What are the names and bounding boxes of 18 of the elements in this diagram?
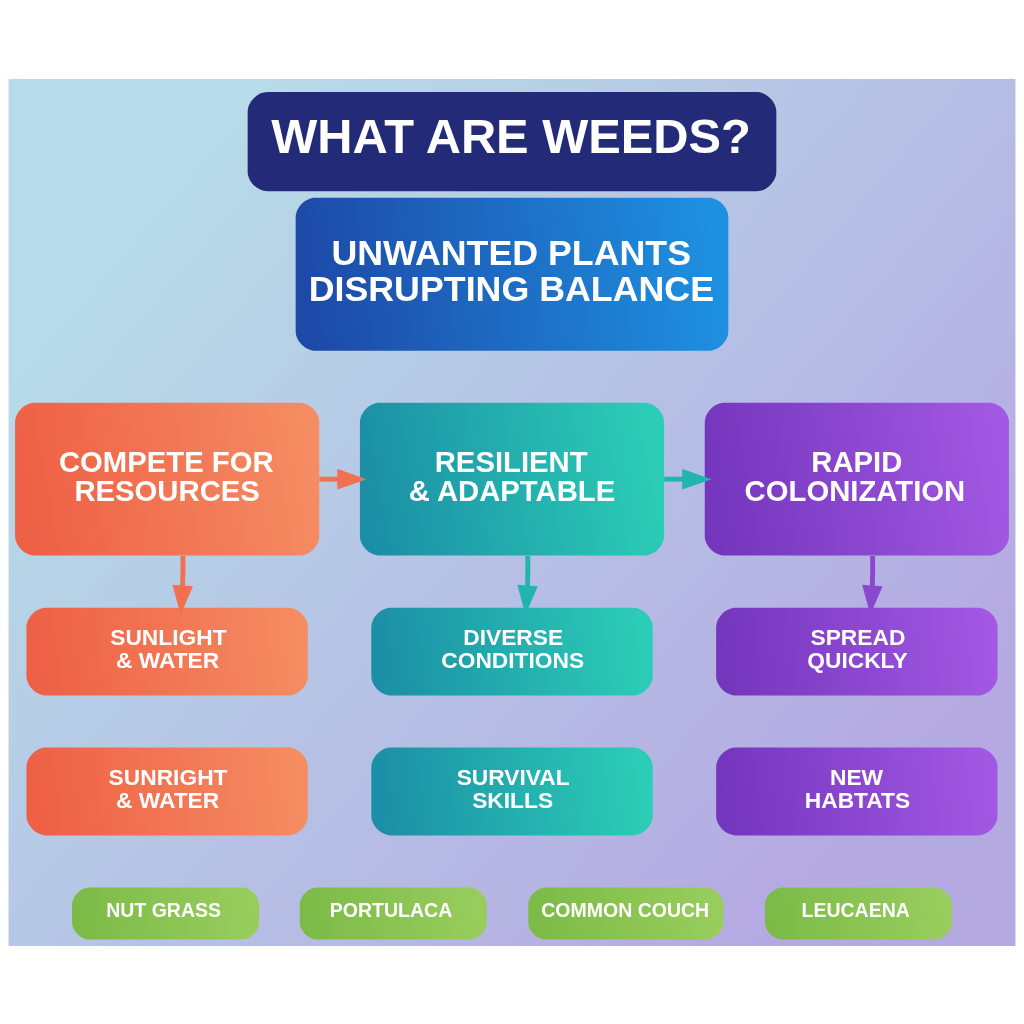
node-box: LEUCAENA [764, 886, 952, 939]
node-box: SUNRIGHT & WATER [26, 747, 308, 835]
node-box: RAPID COLONIZATION [704, 402, 1009, 556]
node-box: RESILIENT & ADAPTABLE [359, 402, 665, 556]
node-box: SUNLIGHT & WATER [26, 607, 308, 695]
node-box: PORTULACA [299, 886, 487, 939]
node-box: COMPETE FOR RESOURCES [15, 402, 320, 556]
node-box: DIVERSE CONDITIONS [371, 607, 653, 695]
node-box: COMMON COUCH [528, 886, 724, 939]
arrow [172, 555, 193, 615]
node-box: NUT GRASS [72, 886, 260, 939]
diagram-title: WHAT ARE WEEDS? [271, 108, 751, 163]
node-box: SPREAD QUICKLY [716, 607, 998, 695]
arrow [319, 468, 367, 489]
node-box: NEW HABTATS [716, 747, 998, 835]
arrow [664, 468, 712, 489]
node-box: SURVIVAL SKILLS [371, 747, 653, 835]
node-box: UNWANTED PLANTS DISRUPTING BALANCE [295, 197, 729, 351]
